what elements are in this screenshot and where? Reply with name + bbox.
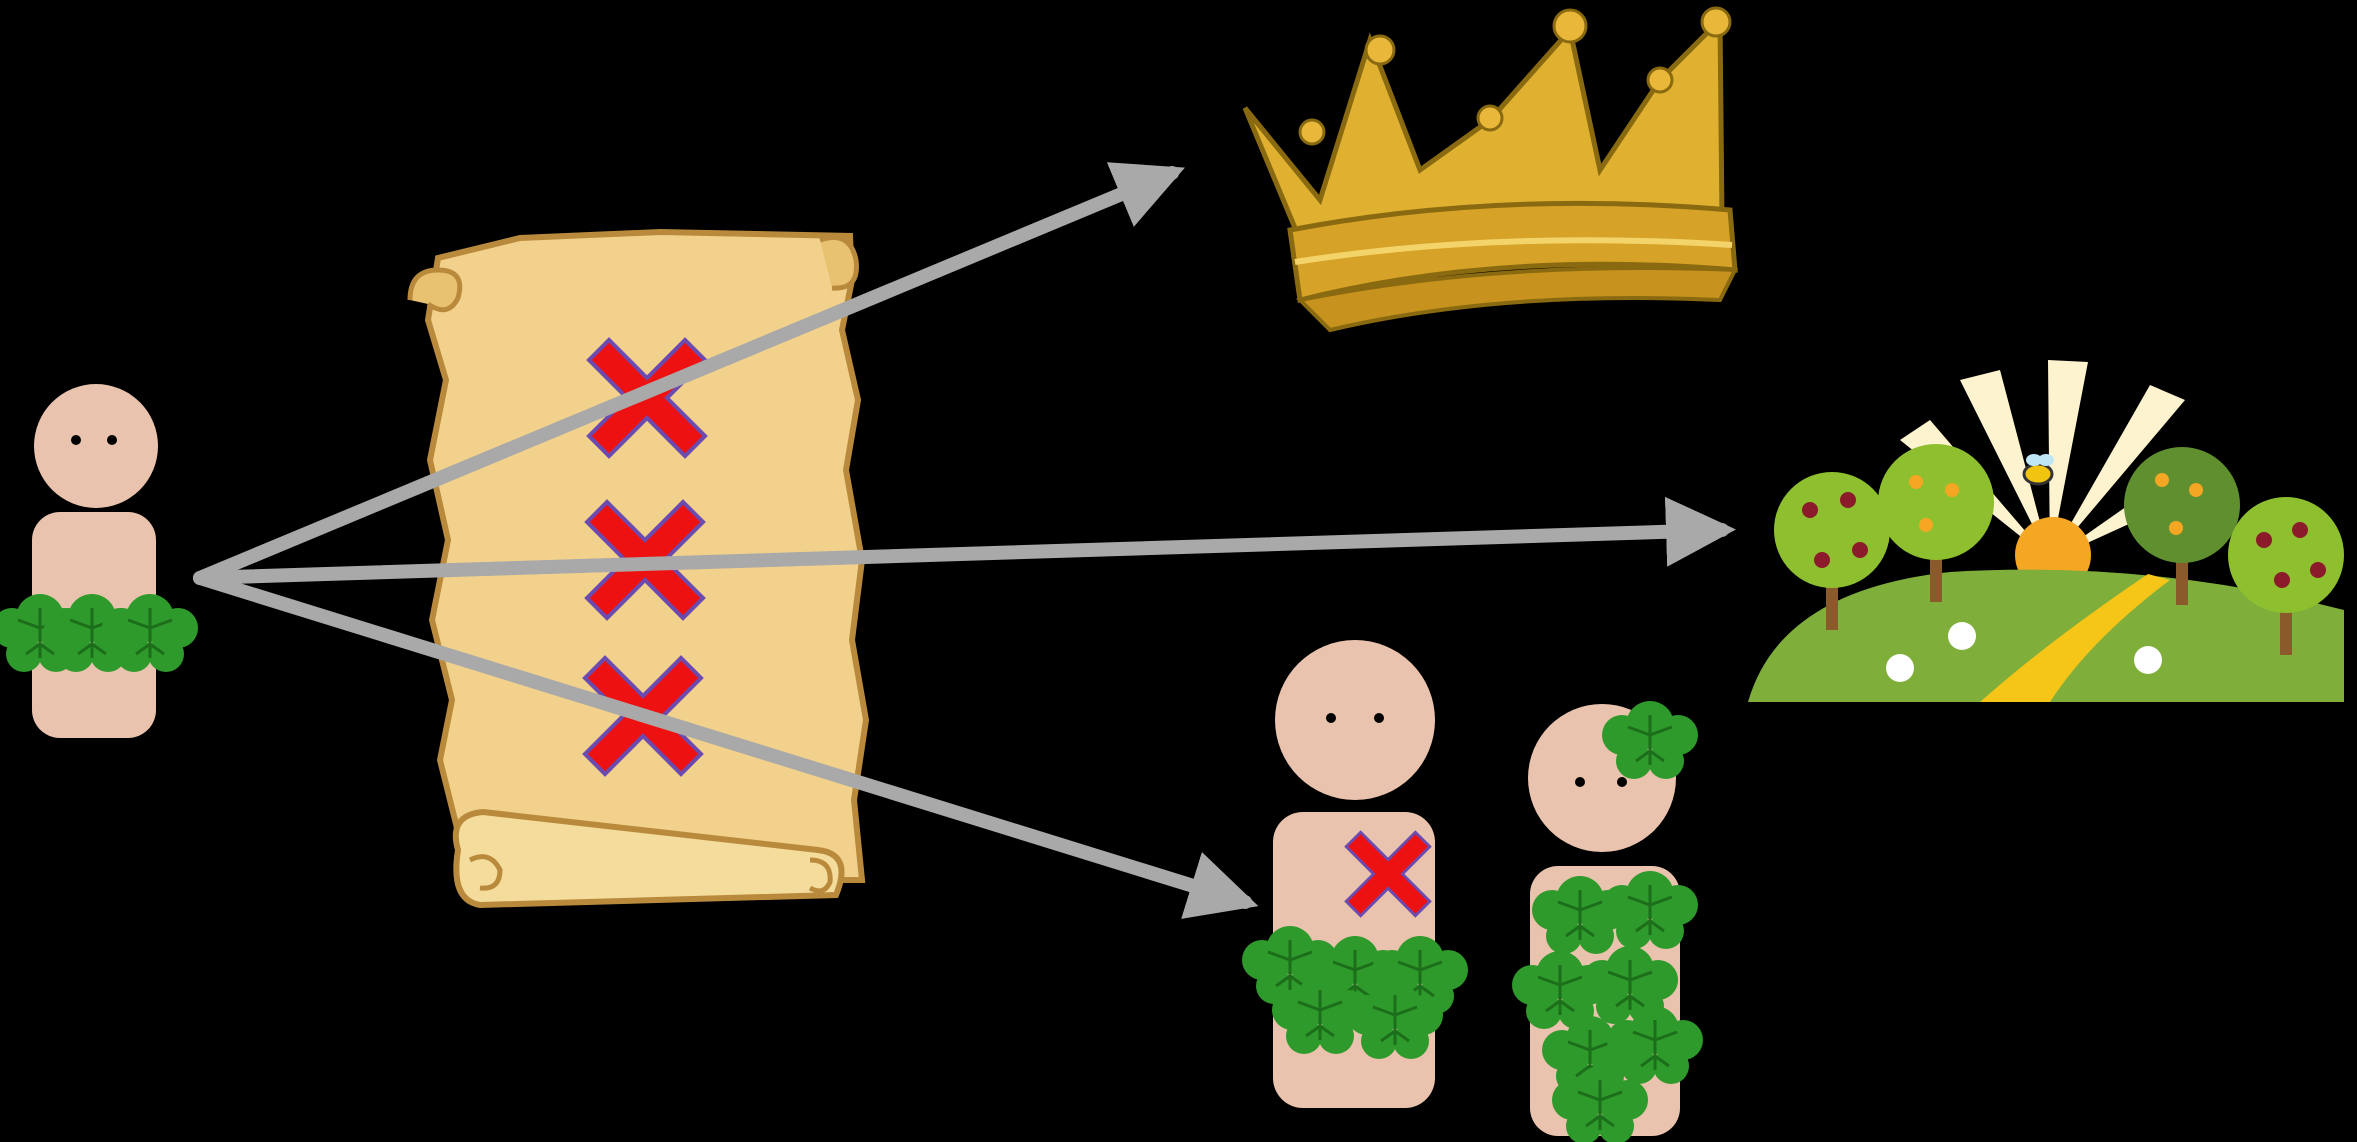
arrows	[193, 162, 1736, 919]
couple-icon	[1240, 640, 1705, 1142]
man-figure	[1240, 640, 1470, 1108]
garden-icon	[1748, 360, 2344, 702]
arrow-to-couple	[193, 571, 1259, 919]
person-icon	[0, 384, 200, 738]
arrow-to-garden	[193, 496, 1736, 585]
arrow-to-crown	[193, 162, 1185, 585]
woman-figure	[1510, 699, 1705, 1142]
crown-icon	[1242, 6, 1739, 333]
bee-icon	[2022, 454, 2054, 486]
fig-leaf-icon	[0, 592, 200, 674]
